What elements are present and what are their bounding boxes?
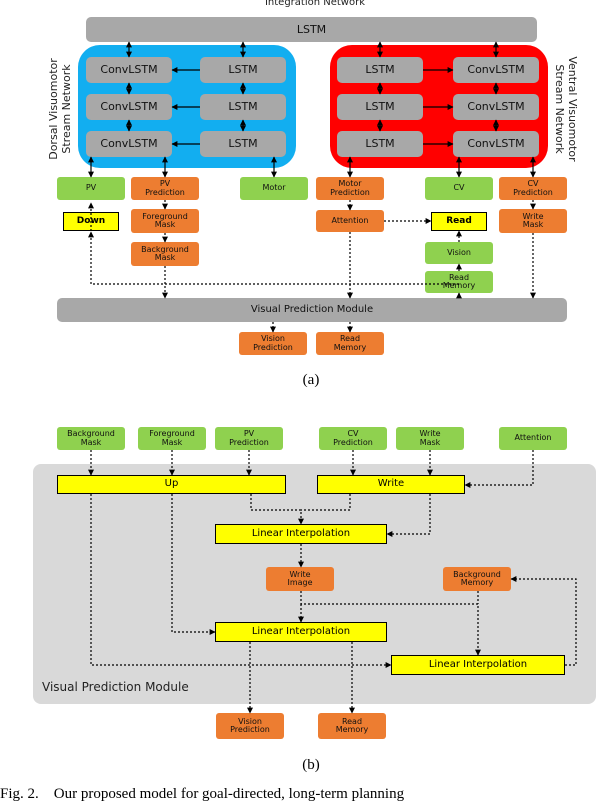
dorsal-lstm-3: LSTM xyxy=(200,131,286,157)
vision-box: Vision xyxy=(425,242,493,264)
figure-caption: Fig. 2. Our proposed model for goal-dire… xyxy=(0,786,405,802)
cv-prediction-box: CV Prediction xyxy=(499,177,567,200)
background-mask-box: Background Mask xyxy=(131,242,199,266)
pv-box: PV xyxy=(57,177,125,200)
dorsal-convlstm-2: ConvLSTM xyxy=(86,94,172,120)
dorsal-lstm-1: LSTM xyxy=(200,57,286,83)
dorsal-convlstm-3: ConvLSTM xyxy=(86,131,172,157)
caption-a: (a) xyxy=(302,372,320,388)
foreground-mask-box: Foreground Mask xyxy=(131,209,199,233)
li3-to-bgmem xyxy=(510,576,577,666)
ventral-lstm-2: LSTM xyxy=(337,94,423,120)
up-to-li3 xyxy=(90,494,392,668)
ventral-convlstm-2: ConvLSTM xyxy=(453,94,539,120)
caption-b: (b) xyxy=(302,757,320,773)
write-mask-box: Write Mask xyxy=(499,209,567,233)
dorsal-lstm-2: LSTM xyxy=(200,94,286,120)
integration-network-label: Integration Network xyxy=(264,0,366,8)
b-cv-prediction: CV Prediction xyxy=(319,427,387,450)
ventral-convlstm-1: ConvLSTM xyxy=(453,57,539,83)
ventral-lstm-3: LSTM xyxy=(337,131,423,157)
pv-prediction-box: PV Prediction xyxy=(131,177,199,200)
ventral-convlstm-3: ConvLSTM xyxy=(453,131,539,157)
b-attention: Attention xyxy=(499,427,567,450)
motor-box: Motor xyxy=(240,177,308,200)
write-to-li1 xyxy=(301,494,351,511)
read-memory-out: Read Memory xyxy=(316,332,384,355)
b-foreground-mask: Foreground Mask xyxy=(138,427,206,450)
dorsal-convlstm-1: ConvLSTM xyxy=(86,57,172,83)
vpm-panel-label: Visual Prediction Module xyxy=(42,680,189,694)
integration-lstm: LSTM xyxy=(86,17,537,42)
read-memory-box: Read Memory xyxy=(425,271,493,293)
b-write-mask: Write Mask xyxy=(396,427,464,450)
ventral-lstm-1: LSTM xyxy=(337,57,423,83)
b-background-mask: Background Mask xyxy=(57,427,125,450)
motor-prediction-box: Motor Prediction xyxy=(316,177,384,200)
writemask-to-li1 xyxy=(386,494,431,537)
read-memory-to-down xyxy=(88,231,459,285)
background-memory-box: Background Memory xyxy=(443,567,511,591)
write-image-to-li3 xyxy=(300,591,481,656)
up-to-li1 xyxy=(250,494,304,525)
b-attention-to-write xyxy=(464,450,534,488)
visual-prediction-module-bar: Visual Prediction Module xyxy=(57,298,567,322)
write-image-box: Write Image xyxy=(266,567,334,591)
b-pv-prediction: PV Prediction xyxy=(215,427,283,450)
b-vision-prediction: Vision Prediction xyxy=(216,713,284,739)
up-to-li2 xyxy=(171,494,216,635)
cv-box: CV xyxy=(425,177,493,200)
b-read-memory: Read Memory xyxy=(318,713,386,739)
attention-box: Attention xyxy=(316,210,384,232)
vision-prediction-out: Vision Prediction xyxy=(239,332,307,355)
